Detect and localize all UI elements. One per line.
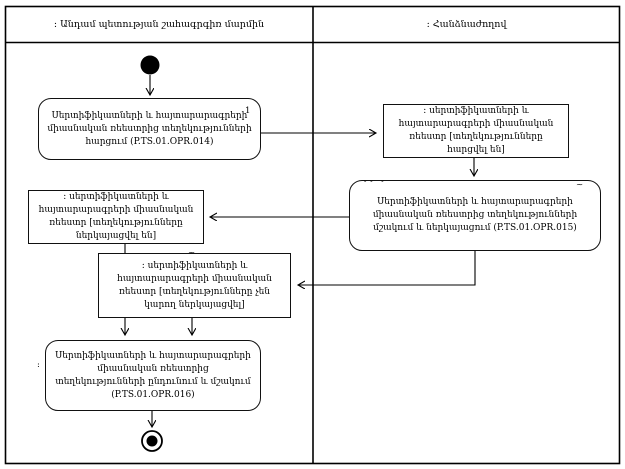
activity-receive-process-opr016: Սերտիֆիկատների և հայտարարագրերի միասնակա… — [45, 340, 261, 411]
object-registry-info-presented: : սերտիֆիկատների և հայտարարագրերի միասնա… — [28, 190, 204, 244]
object-registry-info-cannot-be-presented-label: : սերտիֆիկատների և հայտարարագրերի միասնա… — [117, 260, 272, 310]
clipped-text-artifact-left: ˘˘ ˘ — [363, 180, 387, 190]
object-registry-info-presented-label: : սերտիֆիկատների և հայտարարագրերի միասնա… — [38, 192, 194, 241]
activity-process-present-opr015: Սերտիֆիկատների և հայտարարագրերի միասնակա… — [349, 180, 601, 251]
activity-process-present-label: Սերտիֆիկատների և հայտարարագրերի միասնակա… — [372, 197, 578, 233]
activity-request-marker: 1 — [245, 106, 251, 116]
flow-process-to-registry-cannot-present — [298, 251, 476, 285]
lane-header-member-state-body: : Անդամ պետության շահագրգիռ մարմին — [6, 7, 312, 42]
lane-header-commission-label: : Հանձնաժողով — [426, 19, 507, 30]
activity-request-info-label: Սերտիֆիկատների և հայտարարագրերի միասնակա… — [47, 110, 252, 147]
activity-request-info-opr014: Սերտիֆիկատների և հայտարարագրերի միասնակա… — [38, 98, 261, 160]
initial-node — [140, 55, 160, 75]
object-registry-info-requested: : սերտիֆիկատների և հայտարարագրերի միասնա… — [383, 104, 569, 158]
activity-receive-process-marker: : — [37, 360, 40, 370]
object-registry-info-cannot-be-presented: : սերտիֆիկատների և հայտարարագրերի միասնա… — [98, 253, 291, 318]
clipped-text-artifact-object: ~ — [188, 248, 196, 258]
lane-header-commission: : Հանձնաժողով — [314, 7, 619, 42]
lane-header-member-state-label: : Անդամ պետության շահագրգիռ մարմին — [53, 19, 265, 30]
object-registry-info-requested-label: : սերտիֆիկատների և հայտարարագրերի միասնա… — [398, 106, 554, 155]
clipped-text-artifact-right: ~ — [576, 180, 584, 190]
activity-receive-process-label: Սերտիֆիկատների և հայտարարագրերի միասնակա… — [55, 350, 251, 400]
final-node-inner — [146, 435, 158, 447]
